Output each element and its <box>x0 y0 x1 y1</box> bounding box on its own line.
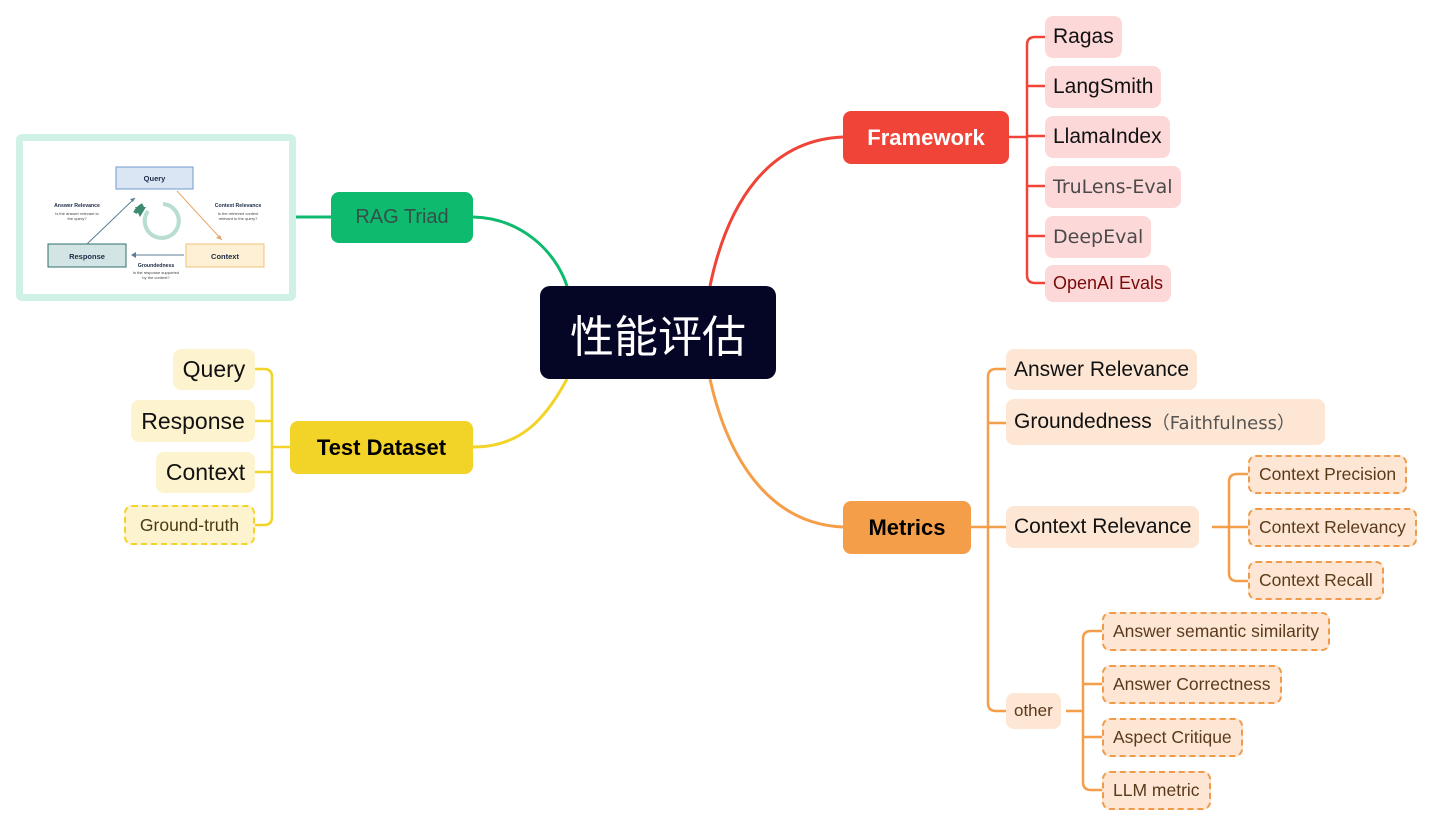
connector-center-ragtriad <box>472 215 569 287</box>
svg-text:by the context?: by the context? <box>142 275 170 280</box>
triad-arrow-context <box>176 190 223 241</box>
metric-other[interactable]: other <box>1006 693 1061 729</box>
other-answer-correctness[interactable]: Answer Correctness <box>1102 665 1282 704</box>
svg-text:Is the retrieved context: Is the retrieved context <box>218 211 259 216</box>
context-relevancy[interactable]: Context Relevancy <box>1248 508 1417 547</box>
framework-item-langsmith[interactable]: LangSmith <box>1045 66 1162 108</box>
metrics-bracket <box>971 367 1248 792</box>
other-llm-metric[interactable]: LLM metric <box>1102 771 1211 810</box>
branch-metrics[interactable]: Metrics <box>843 501 971 554</box>
branch-framework[interactable]: Framework <box>843 111 1009 164</box>
testdataset-ground-truth[interactable]: Ground-truth <box>124 505 255 545</box>
rag-triad-figure: Query Response Context Answer Relevance … <box>47 166 265 280</box>
framework-item-llamaindex[interactable]: LlamaIndex <box>1045 116 1170 158</box>
metric-groundedness[interactable]: Groundedness （Faithfulness） <box>1006 399 1325 445</box>
svg-text:the query?: the query? <box>68 216 88 221</box>
connector-center-framework <box>708 135 844 287</box>
triad-response-text: Response <box>69 252 105 261</box>
groundedness-label: Groundedness <box>1014 410 1152 433</box>
svg-text:relevant to the query?: relevant to the query? <box>219 216 258 221</box>
testdataset-response[interactable]: Response <box>131 400 255 442</box>
testdataset-query[interactable]: Query <box>173 349 255 390</box>
branch-test-dataset[interactable]: Test Dataset <box>290 421 473 474</box>
branch-rag-triad[interactable]: RAG Triad <box>331 192 473 243</box>
framework-item-ragas[interactable]: Ragas <box>1045 16 1122 58</box>
framework-item-openai-evals[interactable]: OpenAI Evals <box>1045 265 1172 302</box>
svg-text:Is the response supported: Is the response supported <box>133 270 179 275</box>
connector-center-metrics <box>708 378 844 529</box>
triad-query-text: Query <box>144 174 167 183</box>
testdataset-context[interactable]: Context <box>156 452 255 493</box>
triad-response-box <box>47 243 127 268</box>
framework-item-trulens-eval[interactable]: TruLens-Eval <box>1045 166 1181 208</box>
context-recall[interactable]: Context Recall <box>1248 561 1384 600</box>
context-precision[interactable]: Context Precision <box>1248 455 1408 494</box>
connector-center-testdataset <box>472 378 569 449</box>
groundedness-note: （Faithfulness） <box>1151 413 1295 434</box>
svg-text:Groundedness: Groundedness <box>138 263 175 269</box>
triad-context-text: Context <box>211 252 239 261</box>
testdataset-bracket <box>255 367 290 527</box>
svg-text:Is the answer relevant to: Is the answer relevant to <box>55 211 99 216</box>
svg-text:Context Relevance: Context Relevance <box>215 203 262 209</box>
triad-arrow-answer <box>86 197 136 245</box>
metric-answer-relevance[interactable]: Answer Relevance <box>1006 349 1198 390</box>
metric-context-relevance[interactable]: Context Relevance <box>1006 506 1200 548</box>
triad-query-box <box>115 166 194 190</box>
other-aspect-critique[interactable]: Aspect Critique <box>1102 718 1243 757</box>
framework-bracket <box>1009 35 1045 285</box>
framework-item-deepeval[interactable]: DeepEval <box>1045 216 1152 258</box>
cycle-icon <box>133 202 181 240</box>
rag-triad-image-card[interactable]: Query Response Context Answer Relevance … <box>16 134 296 301</box>
triad-context-box <box>185 243 265 268</box>
central-topic[interactable]: 性能评估 <box>540 286 776 379</box>
other-answer-semantic-similarity[interactable]: Answer semantic similarity <box>1102 612 1331 651</box>
svg-text:Answer Relevance: Answer Relevance <box>54 203 100 209</box>
